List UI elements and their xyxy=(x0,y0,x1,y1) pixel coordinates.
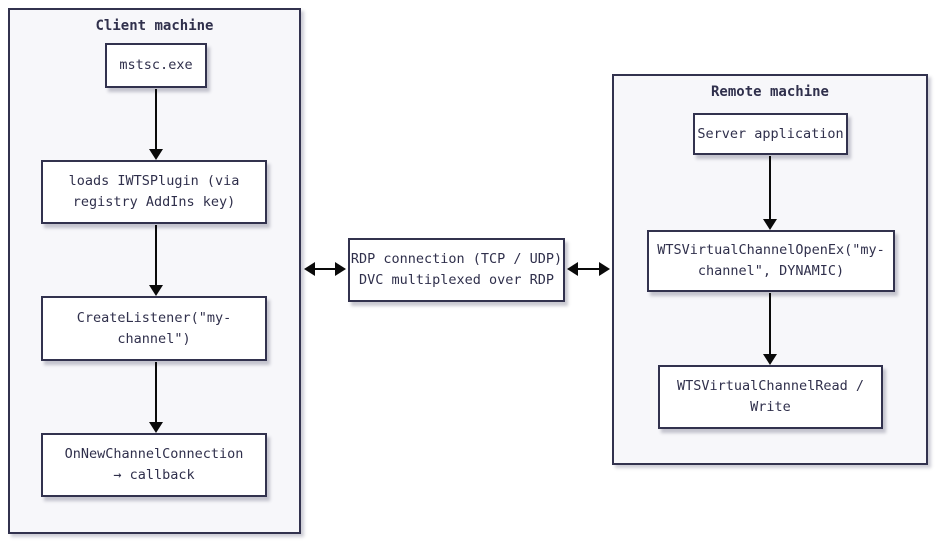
arrow-head-icon xyxy=(763,354,777,365)
arrow-line xyxy=(768,293,772,354)
arrow-rdp-to-remote xyxy=(567,261,610,277)
node-server-application: Server application xyxy=(693,113,848,155)
node-createlistener: CreateListener("my- channel") xyxy=(41,296,267,361)
client-machine-title: Client machine xyxy=(95,18,214,34)
node-rdp-connection: RDP connection (TCP / UDP) DVC multiplex… xyxy=(348,238,565,302)
arrow-createlistener-to-onnewchannel xyxy=(148,362,164,433)
arrow-line xyxy=(154,362,158,422)
node-wtsvirtualchannelopenex: WTSVirtualChannelOpenEx("my- channel", D… xyxy=(647,230,895,292)
arrow-client-to-rdp xyxy=(304,261,346,277)
arrow-head-icon xyxy=(149,149,163,160)
arrow-head-left-icon xyxy=(567,262,578,276)
arrow-serverapp-to-openex xyxy=(762,156,778,230)
arrow-line xyxy=(154,225,158,285)
arrow-head-icon xyxy=(149,422,163,433)
arrow-mstsc-to-loads xyxy=(148,89,164,160)
node-onnewchannelconnection: OnNewChannelConnection → callback xyxy=(41,433,267,497)
arrow-line xyxy=(154,89,158,149)
arrow-line xyxy=(315,267,335,271)
arrow-head-right-icon xyxy=(599,262,610,276)
arrow-openex-to-readwrite xyxy=(762,293,778,365)
arrow-line xyxy=(768,156,772,219)
remote-machine-title: Remote machine xyxy=(710,84,829,100)
node-mstsc-exe: mstsc.exe xyxy=(105,43,207,88)
arrow-loads-to-createlistener xyxy=(148,225,164,296)
node-wtsvirtualchannelread-write: WTSVirtualChannelRead / Write xyxy=(658,365,883,429)
arrow-head-right-icon xyxy=(335,262,346,276)
arrow-head-icon xyxy=(149,285,163,296)
arrow-line xyxy=(578,267,599,271)
node-loads-iwtsplugin: loads IWTSPlugin (via registry AddIns ke… xyxy=(41,160,267,224)
arrow-head-icon xyxy=(763,219,777,230)
arrow-head-left-icon xyxy=(304,262,315,276)
